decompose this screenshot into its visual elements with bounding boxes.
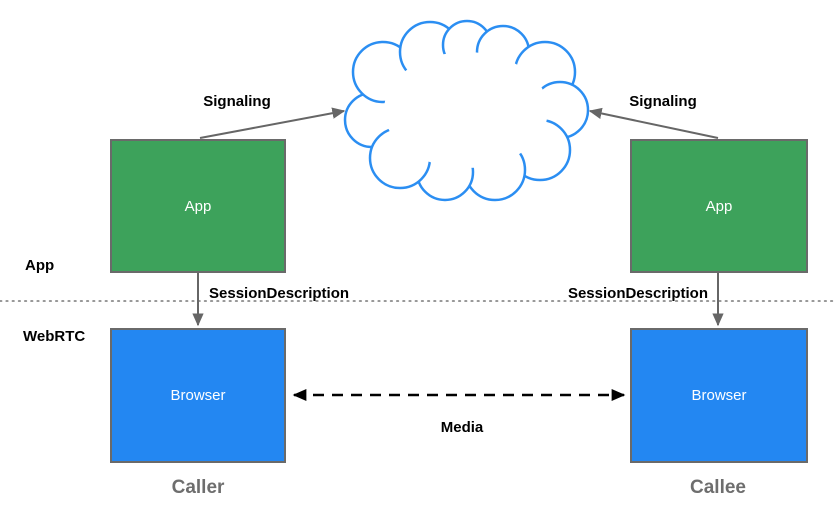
callee-sessiondescription-edge-label: SessionDescription — [567, 285, 708, 302]
caller-signaling-edge-label: Signaling — [203, 93, 271, 110]
signaling-cloud — [343, 19, 590, 202]
caller-signaling-arrow — [199, 107, 346, 139]
caller-browser-box: Browser — [110, 328, 286, 463]
webrtc-layer-label: WebRTC — [23, 328, 86, 345]
callee-signaling-edge-label: Signaling — [629, 93, 697, 110]
callee-role-label: Callee — [690, 477, 746, 498]
callee-browser-box: Browser — [630, 328, 808, 463]
callee-signaling-arrow — [588, 107, 719, 139]
caller-sessiondescription-edge-label: SessionDescription — [209, 285, 350, 302]
callee-app-box: App — [630, 139, 808, 273]
caller-browser-label: Browser — [170, 387, 226, 404]
callee-browser-label: Browser — [691, 387, 747, 404]
app-layer-label: App — [25, 257, 55, 274]
caller-app-box: App — [110, 139, 286, 273]
caller-role-label: Caller — [171, 477, 225, 498]
caller-app-label: App — [184, 197, 212, 215]
callee-app-label: App — [705, 197, 733, 215]
media-edge-label: Media — [440, 419, 484, 436]
